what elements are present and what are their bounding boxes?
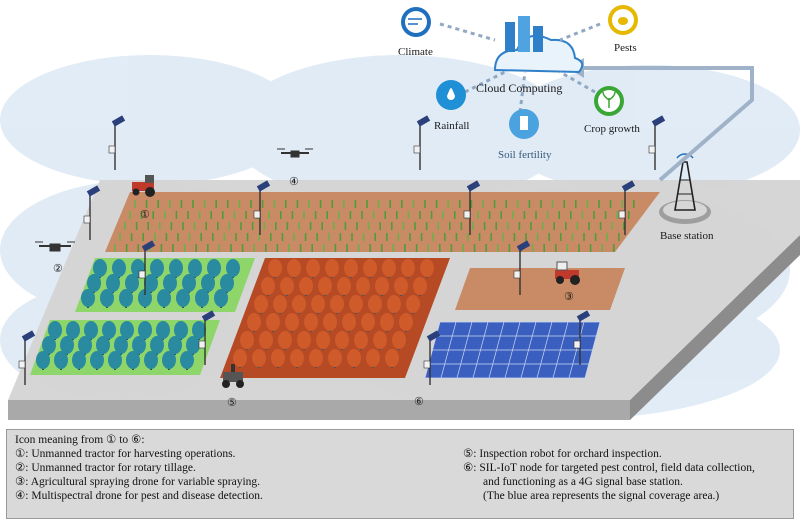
tillage-tractor-icon: [555, 261, 580, 285]
orchard-green-top: [75, 258, 255, 312]
cloud-computing-icon: [493, 16, 584, 74]
legend-item-6-cont: and functioning as a 4G signal base stat…: [483, 476, 683, 488]
wind-icon: [401, 7, 431, 37]
legend-item-4: ④: Multispectral drone for pest and dise…: [15, 490, 263, 502]
tillage-plot: [455, 268, 625, 310]
crop-field-top: [105, 192, 660, 252]
spraying-drone-icon: [35, 241, 75, 252]
base-station-tower-icon: [659, 153, 711, 224]
uplink-line: [578, 66, 754, 182]
legend-item-5: ⑤: Inspection robot for orchard inspecti…: [463, 448, 662, 460]
inspection-robot-icon: [222, 364, 244, 388]
cloud-factor-links: [439, 22, 601, 113]
orchard-red: [220, 258, 450, 378]
marker-6: ⑥: [414, 396, 424, 408]
raindrop-icon: [436, 80, 466, 110]
marker-1: ①: [140, 209, 150, 221]
legend-title: Icon meaning from ① to ⑥:: [15, 434, 145, 446]
orchard-green-bottom: [30, 320, 220, 375]
smart-farm-scene: [0, 5, 800, 420]
legend-panel: Icon meaning from ① to ⑥: ①: Unmanned tr…: [6, 429, 794, 519]
harvest-tractor-icon: [132, 175, 155, 197]
legend-item-3: ③: Agricultural spraying drone for varia…: [15, 476, 261, 488]
legend-item-2: ②: Unmanned tractor for rotary tillage.: [15, 462, 196, 474]
factor-label-pests: Pests: [614, 42, 637, 54]
legend-item-6: ⑥: SIL-IoT node for targeted pest contro…: [463, 462, 755, 474]
sil-iot-nodes: [18, 115, 666, 385]
marker-5: ⑤: [227, 397, 237, 409]
legend-coverage-note: (The blue area represents the signal cov…: [483, 490, 720, 502]
solar-panel-field: [424, 321, 601, 379]
marker-3: ③: [564, 291, 574, 303]
marker-2: ②: [53, 263, 63, 275]
plant-icon: [594, 86, 624, 116]
base-station-label: Base station: [660, 230, 714, 242]
sprout-flask-icon: [509, 109, 539, 139]
factor-label-crop-growth: Crop growth: [584, 123, 640, 135]
marker-4: ④: [289, 176, 299, 188]
factor-label-rainfall: Rainfall: [434, 120, 470, 132]
bug-icon: [608, 5, 638, 35]
multispectral-drone-icon: [277, 148, 313, 158]
factor-label-climate: Climate: [398, 46, 433, 58]
factor-label-soil-fertility: Soil fertility: [498, 149, 552, 161]
legend-item-1: ①: Unmanned tractor for harvesting opera…: [15, 448, 236, 460]
cloud-computing-label: Cloud Computing: [476, 81, 563, 95]
